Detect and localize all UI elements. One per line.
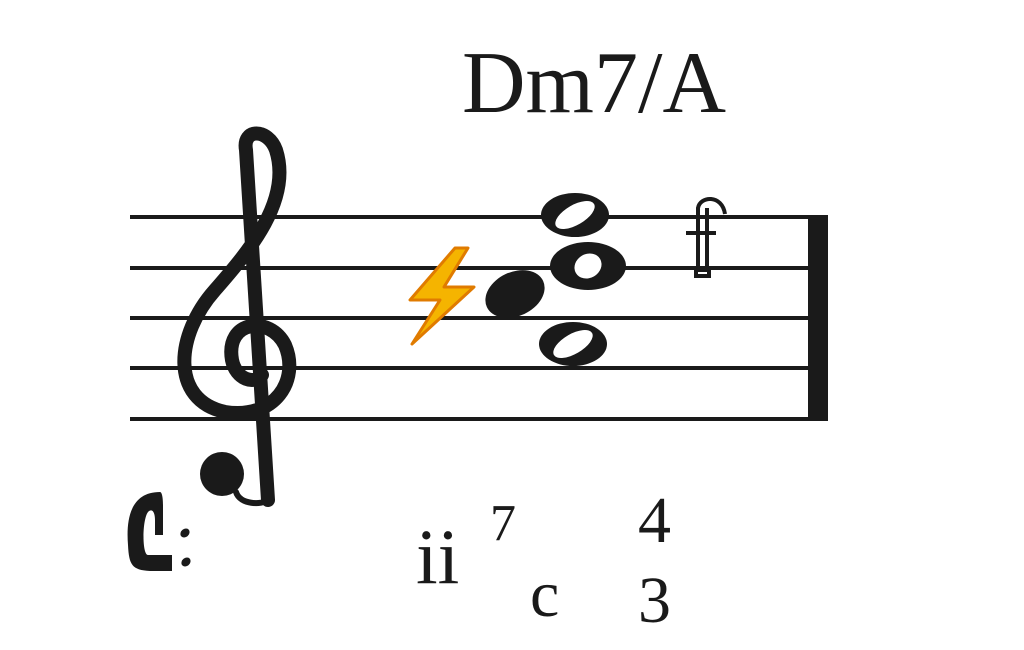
lightning-icon — [408, 246, 476, 346]
chord-symbol: Dm7/A — [462, 35, 726, 132]
roman-numeral: ii — [416, 513, 460, 600]
figured-bass-upper: 4 — [638, 484, 671, 557]
chord-notes — [485, 193, 626, 366]
staff-lines — [130, 215, 812, 421]
whole-note — [550, 242, 626, 290]
segno-like-glyph-icon — [127, 492, 191, 571]
filled-notehead — [485, 270, 545, 318]
treble-clef-icon — [177, 126, 297, 507]
figured-bass-lower: 3 — [638, 564, 671, 637]
seventh-superscript: 7 — [490, 495, 516, 552]
inversion-letter: c — [530, 558, 560, 631]
unknown-glyph-icon — [686, 197, 727, 278]
whole-note — [539, 322, 607, 366]
final-barline — [808, 215, 828, 421]
whole-note — [541, 193, 609, 237]
